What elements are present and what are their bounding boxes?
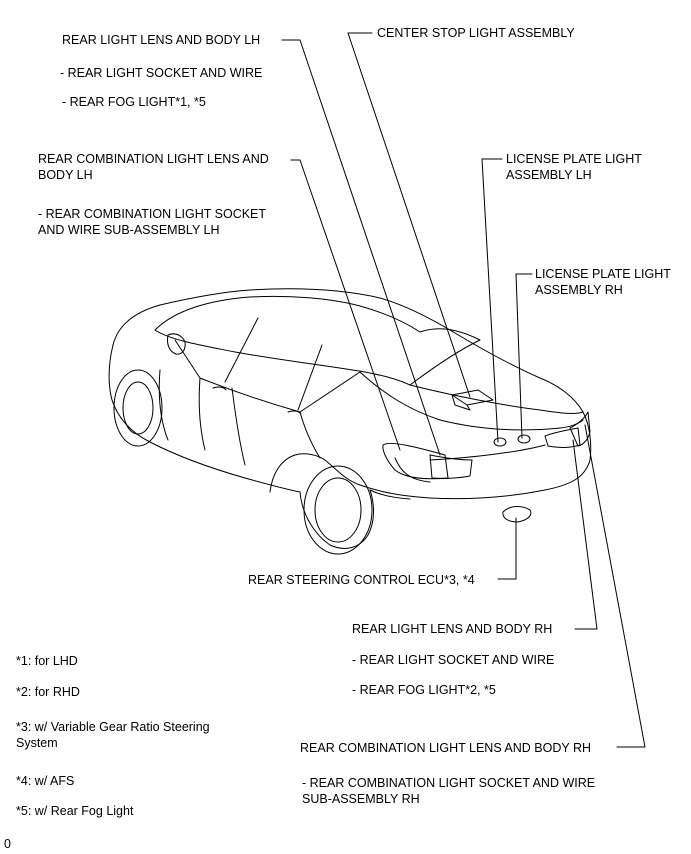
- wheels: [113, 369, 373, 555]
- steering-ecu-shape: [502, 506, 532, 523]
- footnote-3-line2: System: [16, 736, 58, 750]
- callout-rear-light-rh-socket: - REAR LIGHT SOCKET AND WIRE: [352, 653, 555, 667]
- callout-license-plate-rh-line1: LICENSE PLATE LIGHT: [535, 267, 671, 281]
- car-doors: [158, 369, 321, 466]
- corner-mark: 0: [4, 837, 11, 851]
- callout-combination-light-rh-socket-line2: SUB-ASSEMBLY RH: [302, 792, 420, 806]
- leader-lines: [281, 32, 646, 748]
- callout-center-stop-light: CENTER STOP LIGHT ASSEMBLY: [377, 26, 575, 40]
- footnote-5: *5: w/ Rear Fog Light: [16, 804, 134, 818]
- callout-license-plate-rh-line2: ASSEMBLY RH: [535, 283, 623, 297]
- rear-light-lh-shape: [429, 454, 473, 479]
- callout-combination-light-rh: REAR COMBINATION LIGHT LENS AND BODY RH: [300, 741, 592, 755]
- trunk-lid: [394, 384, 584, 483]
- footnote-3-line1: *3: w/ Variable Gear Ratio Steering: [16, 720, 210, 734]
- rear-combination-light-lh-shape: [382, 442, 449, 480]
- car-greenhouse: [154, 295, 481, 421]
- callout-combination-light-lh-socket-line1: - REAR COMBINATION LIGHT SOCKET: [38, 207, 267, 221]
- callout-rear-fog-light-lh: - REAR FOG LIGHT*1, *5: [62, 95, 206, 109]
- callout-combination-light-lh-line1: REAR COMBINATION LIGHT LENS AND: [38, 152, 269, 166]
- car-body-outline: [108, 288, 592, 549]
- callout-combination-light-lh-socket-line2: AND WIRE SUB-ASSEMBLY LH: [38, 223, 220, 237]
- side-mirror: [167, 333, 186, 355]
- license-plate-light-shapes: [493, 434, 531, 447]
- callout-combination-light-lh-line2: BODY LH: [38, 168, 93, 182]
- callout-rear-fog-light-rh: - REAR FOG LIGHT*2, *5: [352, 683, 496, 697]
- rear-combination-light-rh-shape: [569, 411, 591, 447]
- callout-rear-light-lens-body-rh: REAR LIGHT LENS AND BODY RH: [352, 622, 553, 636]
- footnote-2: *2: for RHD: [16, 685, 80, 699]
- callout-license-plate-lh-line2: ASSEMBLY LH: [506, 168, 592, 182]
- footnote-4: *4: w/ AFS: [16, 774, 75, 788]
- callout-combination-light-rh-socket-line1: - REAR COMBINATION LIGHT SOCKET AND WIRE: [302, 776, 596, 790]
- callout-rear-light-lens-body-lh: REAR LIGHT LENS AND BODY LH: [62, 33, 261, 47]
- callout-rear-steering-ecu: REAR STEERING CONTROL ECU*3, *4: [248, 573, 475, 587]
- callout-license-plate-lh-line1: LICENSE PLATE LIGHT: [506, 152, 642, 166]
- center-stop-light-shape: [451, 389, 494, 411]
- callout-rear-light-lh-socket: - REAR LIGHT SOCKET AND WIRE: [60, 66, 263, 80]
- footnote-1: *1: for LHD: [16, 654, 78, 668]
